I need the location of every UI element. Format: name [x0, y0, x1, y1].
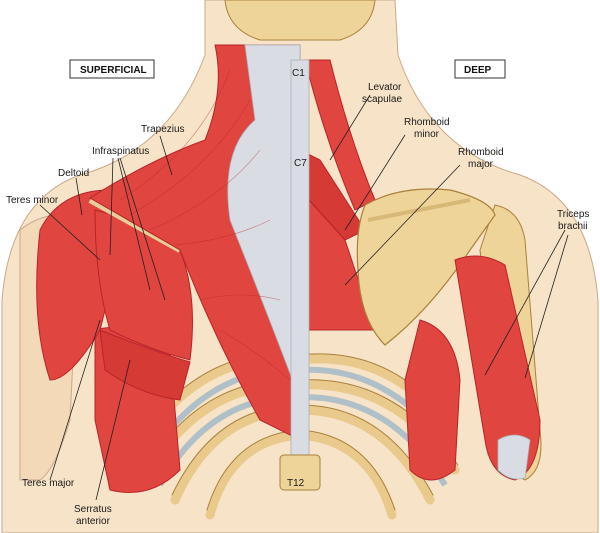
superficial-panel-box — [69, 59, 155, 79]
label-triceps-line2: brachii — [558, 221, 587, 232]
scapular-spine-right — [367, 198, 471, 222]
vertebra-label-t12: T12 — [287, 478, 305, 489]
vertebra-label-c7: C7 — [294, 158, 307, 169]
infraspinatus-muscle — [94, 209, 193, 361]
teres-major-muscle — [99, 329, 191, 401]
triceps-brachii-muscle — [454, 255, 541, 481]
vertebral-column — [279, 59, 321, 491]
deep-panel-box — [454, 59, 506, 79]
skull-base — [224, 0, 376, 41]
trapezius-aponeurosis — [227, 44, 301, 401]
label-trapezius: Trapezius — [141, 124, 185, 135]
triceps-tendon — [497, 434, 531, 480]
label-teres-major: Teres major — [22, 478, 75, 489]
label-serratus-line2: anterior — [76, 516, 111, 527]
vertebra-label-c1: C1 — [292, 68, 305, 79]
trapezius-fibers — [119, 69, 291, 381]
superficial-panel-label: SUPERFICIAL — [80, 65, 147, 76]
label-rhomboid-major-line2: major — [468, 159, 494, 170]
label-triceps-line1: Triceps — [557, 209, 589, 220]
serratus-anterior-right — [404, 319, 461, 481]
label-teres-minor: Teres minor — [6, 195, 59, 206]
label-levator-line1: Levator — [368, 82, 402, 93]
leader-lines — [39, 94, 569, 501]
label-infraspinatus: Infraspinatus — [92, 146, 149, 157]
label-rhomboid-major-line1: Rhomboid — [458, 147, 504, 158]
label-rhomboid-minor-line2: minor — [414, 129, 440, 140]
label-levator-line2: scapulae — [362, 94, 402, 105]
label-deltoid: Deltoid — [58, 168, 89, 179]
deep-panel-label: DEEP — [464, 65, 492, 76]
label-serratus-line1: Serratus — [74, 504, 112, 515]
label-rhomboid-minor-line1: Rhomboid — [404, 117, 450, 128]
scapula-right — [356, 188, 496, 346]
